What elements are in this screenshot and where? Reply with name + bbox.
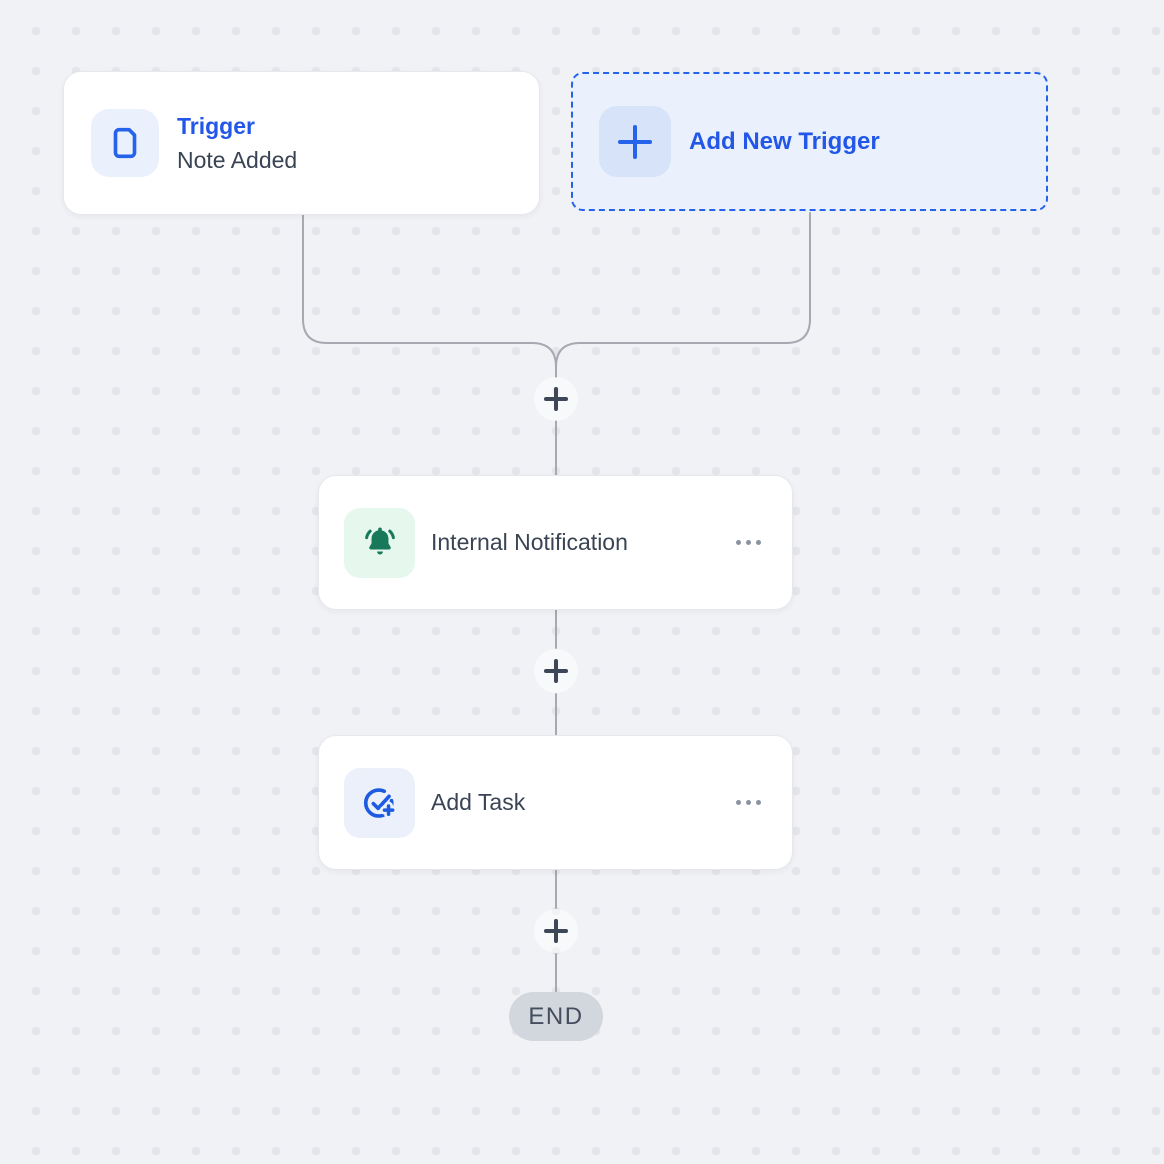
internal-notification-node-card[interactable]: Internal Notification <box>318 475 793 610</box>
trigger-category-label: Trigger <box>177 112 255 139</box>
add-new-trigger-label: Add New Trigger <box>689 127 880 155</box>
more-options-icon[interactable] <box>734 794 763 811</box>
plus-icon <box>599 106 671 177</box>
add-step-button-2[interactable] <box>534 649 578 693</box>
connector-trigger-merge-right <box>555 212 811 378</box>
add-task-title: Add Task <box>431 789 526 815</box>
trigger-node-card[interactable]: Trigger Note Added <box>63 71 540 215</box>
add-step-button-3[interactable] <box>534 909 578 953</box>
add-new-trigger-button[interactable]: Add New Trigger <box>571 72 1048 211</box>
end-node-badge: END <box>509 992 603 1041</box>
document-icon <box>91 109 159 177</box>
task-check-plus-icon <box>344 767 415 838</box>
internal-notification-title: Internal Notification <box>431 529 628 555</box>
add-task-node-card[interactable]: Add Task <box>318 735 793 870</box>
add-step-button-1[interactable] <box>534 377 578 421</box>
trigger-title: Note Added <box>177 146 298 173</box>
bell-icon <box>344 507 415 578</box>
connector-trigger-merge-left <box>302 214 557 378</box>
more-options-icon[interactable] <box>734 534 763 551</box>
